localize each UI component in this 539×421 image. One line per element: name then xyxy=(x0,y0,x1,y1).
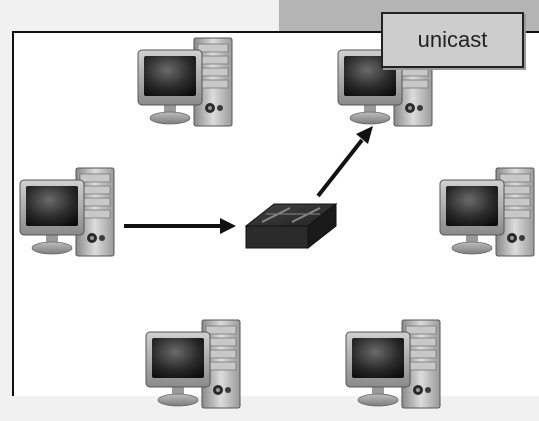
computer-icon xyxy=(19,167,115,257)
computer-icon xyxy=(345,319,441,409)
switch-icon xyxy=(244,202,338,250)
computer-icon xyxy=(137,37,233,127)
unicast-arrow-switch-to-receiver xyxy=(316,126,373,198)
computer-icon xyxy=(439,167,535,257)
computer-icon xyxy=(145,319,241,409)
unicast-label: unicast xyxy=(381,12,524,68)
unicast-arrow-sender-to-switch xyxy=(124,218,236,234)
